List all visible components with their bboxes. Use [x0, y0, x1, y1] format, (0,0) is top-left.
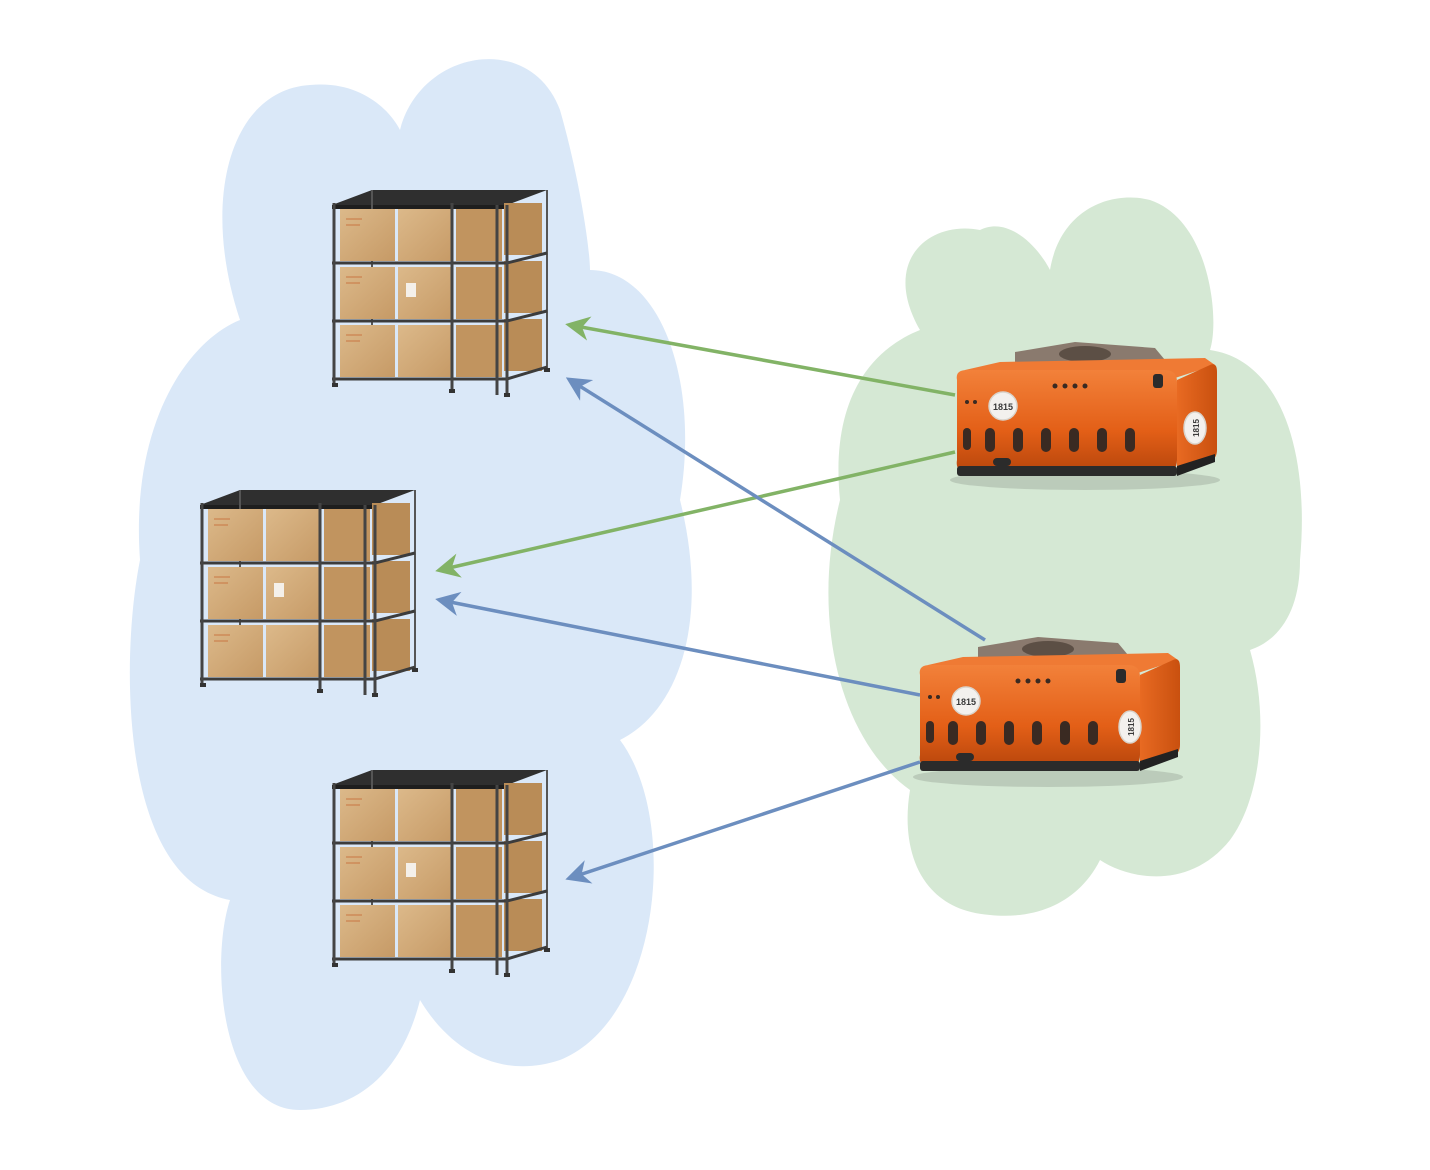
arrow-robot1-to-shelf-top [565, 316, 956, 397]
robot-id-badge-side: 1815 [1118, 710, 1142, 744]
robot-id-badge: 1815 [988, 391, 1018, 421]
arrow-robot2-to-shelf-top [565, 377, 986, 642]
robot-id-label: 1815 [993, 402, 1013, 412]
robot-id-label: 1815 [956, 697, 976, 707]
arrow-robot2-to-shelf-bottom [565, 760, 921, 884]
drive-unit-robot-1: 1815 1815 [950, 342, 1220, 490]
robot-id-label-side: 1815 [1192, 419, 1201, 437]
drive-unit-robot-2: 1815 1815 [913, 637, 1183, 787]
arrow-robot2-to-shelf-middle [435, 591, 921, 697]
shelf-group-cloud [129, 59, 692, 1111]
arrow-robot1-to-shelf-middle [435, 450, 956, 578]
robot-group-cloud [828, 197, 1302, 916]
robot-id-badge-side: 1815 [1183, 411, 1207, 445]
robot-id-badge: 1815 [951, 686, 981, 716]
robot-id-label-side: 1815 [1127, 718, 1136, 736]
